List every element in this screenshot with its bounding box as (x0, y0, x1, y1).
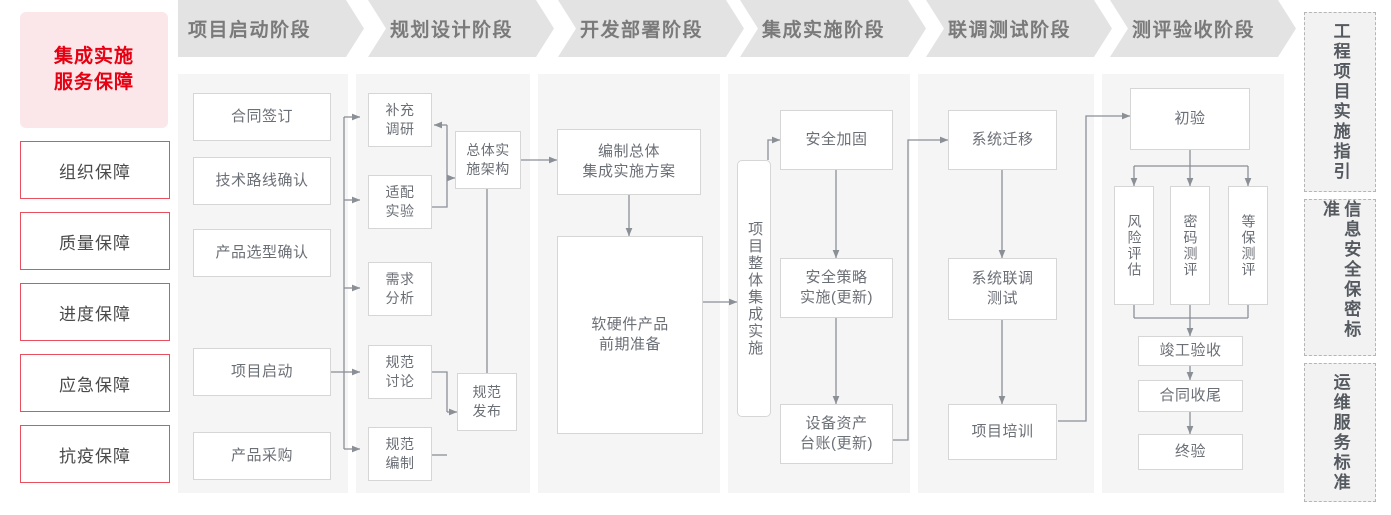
rail-item-label: 组织保障 (59, 162, 131, 182)
node-crypto-evaluation[interactable]: 密码测评 (1170, 186, 1210, 305)
phase-header-label: 测评验收阶段 (1132, 20, 1256, 41)
phase-header-label: 开发部署阶段 (580, 20, 704, 41)
node-label: 终验 (1174, 442, 1206, 460)
standards-item-engineering-guideline[interactable]: 工程项目实施指引 (1304, 12, 1376, 192)
node-supplementary-research[interactable]: 补充调研 (368, 93, 432, 147)
node-label: 项目启动 (230, 362, 293, 380)
node-spec-release[interactable]: 规范发布 (457, 373, 517, 431)
node-label: 产品选型确认 (215, 243, 309, 261)
standards-label: 信息安全保密标准 (1320, 200, 1361, 340)
standards-label: 工程项目实施指引 (1330, 22, 1350, 182)
node-label: 等保测评 (1240, 213, 1257, 278)
node-label: 技术路线确认 (215, 171, 309, 189)
node-draft-overall-integration-plan[interactable]: 编制总体集成实施方案 (557, 129, 701, 195)
node-project-training[interactable]: 项目培训 (948, 404, 1057, 460)
node-contract-closeout[interactable]: 合同收尾 (1138, 380, 1243, 412)
node-label: 规范讨论 (385, 354, 415, 389)
rail-item-label: 质量保障 (59, 233, 131, 253)
node-requirement-analysis[interactable]: 需求分析 (368, 262, 432, 316)
node-security-policy-update[interactable]: 安全策略实施(更新) (780, 258, 893, 318)
phase-header-4[interactable]: 集成实施阶段 (740, 0, 926, 57)
node-product-procurement[interactable]: 产品采购 (193, 432, 331, 480)
node-label: 竣工验收 (1159, 341, 1222, 359)
node-system-joint-test[interactable]: 系统联调测试 (948, 258, 1057, 320)
rail-item-emergency[interactable]: 应急保障 (20, 354, 170, 412)
node-hw-sw-preparation[interactable]: 软硬件产品前期准备 (557, 236, 703, 434)
node-label: 系统联调测试 (971, 269, 1034, 307)
node-label: 项目整体集成实施 (746, 220, 764, 357)
rail-title-line1: 集成实施 (53, 46, 134, 68)
node-asset-ledger-update[interactable]: 设备资产台账(更新) (780, 404, 893, 464)
phase-header-1[interactable]: 项目启动阶段 (178, 0, 364, 57)
phase-header-label: 集成实施阶段 (762, 20, 886, 41)
node-label: 设备资产台账(更新) (800, 414, 873, 452)
rail-item-schedule[interactable]: 进度保障 (20, 283, 170, 341)
phase-header-label: 联调测试阶段 (948, 20, 1072, 41)
phase-header-3[interactable]: 开发部署阶段 (558, 0, 744, 57)
node-spec-discussion[interactable]: 规范讨论 (368, 345, 432, 399)
node-overall-implementation-architecture[interactable]: 总体实施架构 (455, 131, 521, 189)
rail-item-quality[interactable]: 质量保障 (20, 212, 170, 270)
node-label: 适配实验 (385, 184, 415, 219)
node-overall-project-integration[interactable]: 项目整体集成实施 (737, 160, 771, 417)
node-label: 需求分析 (385, 271, 415, 306)
phase-header-label: 规划设计阶段 (390, 20, 514, 41)
rail-title-line2: 服务保障 (53, 72, 134, 93)
node-contract-signing[interactable]: 合同签订 (193, 93, 331, 141)
phase-header-5[interactable]: 联调测试阶段 (926, 0, 1112, 57)
node-mlps-evaluation[interactable]: 等保测评 (1228, 186, 1268, 305)
standards-item-ops-service-standard[interactable]: 运维服务标准 (1304, 363, 1376, 502)
node-spec-drafting[interactable]: 规范编制 (368, 427, 432, 481)
node-label: 编制总体集成实施方案 (582, 142, 676, 180)
phase-1-body (178, 74, 348, 493)
node-label: 安全策略实施(更新) (800, 268, 873, 306)
node-label: 合同收尾 (1159, 386, 1222, 404)
standards-label: 运维服务标准 (1330, 372, 1350, 493)
node-label: 软硬件产品前期准备 (591, 315, 669, 353)
node-label: 系统迁移 (971, 130, 1034, 148)
service-guarantee-rail: 集成实施 服务保障 组织保障 质量保障 进度保障 应急保障 抗疫保障 (20, 12, 170, 502)
rail-item-label: 进度保障 (59, 304, 131, 324)
node-risk-assessment[interactable]: 风险评估 (1114, 186, 1154, 305)
node-completion-acceptance[interactable]: 竣工验收 (1138, 336, 1243, 366)
rail-item-label: 应急保障 (59, 375, 131, 395)
rail-item-epidemic[interactable]: 抗疫保障 (20, 425, 170, 483)
node-label: 规范编制 (385, 436, 415, 471)
rail-item-label: 抗疫保障 (59, 446, 131, 466)
node-tech-route-confirm[interactable]: 技术路线确认 (193, 157, 331, 205)
node-label: 项目培训 (971, 422, 1034, 440)
node-preliminary-acceptance[interactable]: 初验 (1130, 88, 1250, 150)
node-label: 产品采购 (230, 446, 293, 464)
phase-header-6[interactable]: 测评验收阶段 (1110, 0, 1296, 57)
standards-item-infosec-standard[interactable]: 信息安全保密标准 (1304, 199, 1376, 356)
phase-header-2[interactable]: 规划设计阶段 (368, 0, 554, 57)
node-label: 总体实施架构 (466, 142, 510, 177)
node-label: 密码测评 (1182, 213, 1199, 278)
node-final-acceptance[interactable]: 终验 (1138, 434, 1243, 470)
node-label: 规范发布 (472, 384, 502, 419)
node-label: 合同签订 (230, 107, 293, 125)
phase-header-label: 项目启动阶段 (188, 20, 312, 41)
node-project-kickoff[interactable]: 项目启动 (193, 348, 331, 396)
rail-item-organization[interactable]: 组织保障 (20, 141, 170, 199)
node-label: 补充调研 (385, 102, 415, 137)
node-security-hardening[interactable]: 安全加固 (780, 110, 893, 170)
node-system-migration[interactable]: 系统迁移 (948, 110, 1057, 170)
rail-title-card: 集成实施 服务保障 (20, 12, 168, 128)
node-label: 风险评估 (1126, 213, 1143, 278)
node-label: 安全加固 (805, 130, 868, 148)
node-label: 初验 (1174, 109, 1206, 127)
node-product-selection[interactable]: 产品选型确认 (193, 229, 331, 277)
node-adaptation-experiment[interactable]: 适配实验 (368, 175, 432, 229)
